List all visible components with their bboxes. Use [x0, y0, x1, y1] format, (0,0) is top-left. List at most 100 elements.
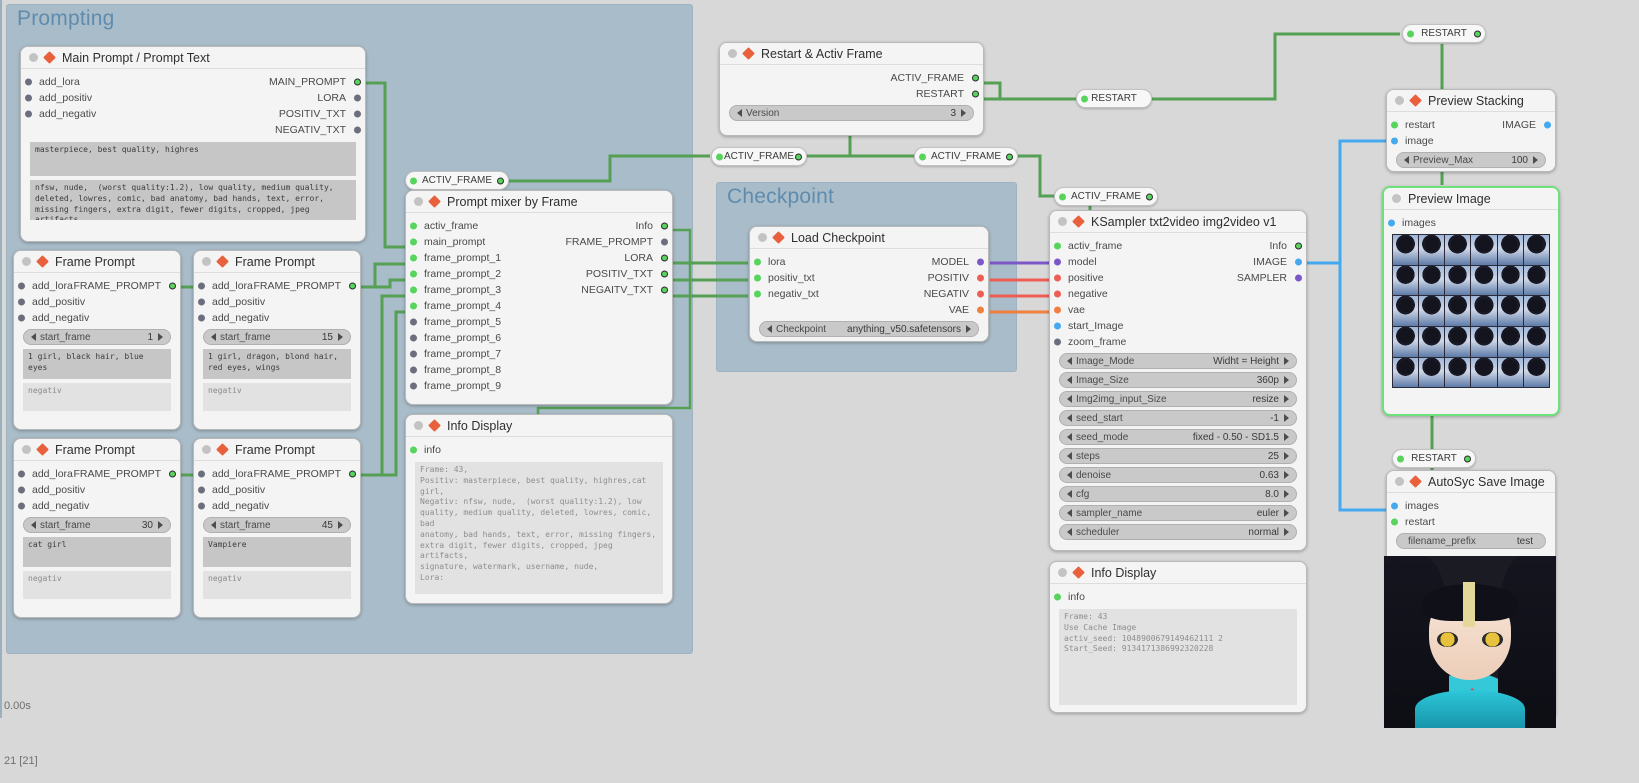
- slot-images[interactable]: images: [1384, 215, 1558, 231]
- decrement-arrow-icon[interactable]: [1067, 395, 1072, 403]
- slot-info[interactable]: info: [1050, 589, 1306, 605]
- widget-seed-mode[interactable]: seed_mode fixed - 0.50 - SD1.5: [1059, 429, 1297, 445]
- positive-prompt-textarea[interactable]: 1 girl, dragon, blond hair, red eyes, wi…: [203, 349, 351, 379]
- positive-prompt-textarea[interactable]: masterpiece, best quality, highres: [30, 142, 356, 176]
- input-port[interactable]: [410, 222, 417, 230]
- input-port[interactable]: [1407, 30, 1414, 37]
- increment-arrow-icon[interactable]: [1284, 490, 1289, 498]
- widget-filename-prefix[interactable]: filename_prefix test: [1396, 533, 1546, 549]
- preview-thumbnail[interactable]: [1393, 296, 1419, 327]
- widget-image-size[interactable]: Image_Size 360p: [1059, 372, 1297, 388]
- preview-thumbnail[interactable]: [1445, 358, 1471, 388]
- decrement-arrow-icon[interactable]: [31, 521, 36, 529]
- slot-vae-out[interactable]: VAE: [750, 302, 988, 318]
- increment-arrow-icon[interactable]: [1533, 156, 1538, 164]
- preview-thumbnail[interactable]: [1393, 235, 1419, 265]
- input-port[interactable]: [754, 290, 761, 298]
- widget-preview-max[interactable]: Preview_Max 100: [1396, 152, 1546, 168]
- slot-frame-prompt-1[interactable]: frame_prompt_1 LORA: [406, 250, 672, 266]
- decrement-arrow-icon[interactable]: [1067, 528, 1072, 536]
- input-port[interactable]: [410, 334, 417, 342]
- input-port[interactable]: [716, 153, 723, 160]
- slot-frame-prompt-6[interactable]: frame_prompt_6: [406, 330, 672, 346]
- slot-add-lora[interactable]: add_lora MAIN_PROMPT: [21, 74, 365, 90]
- node-title-bar[interactable]: Main Prompt / Prompt Text: [21, 47, 365, 69]
- slot-lora[interactable]: lora MODEL: [750, 254, 988, 270]
- slot-add-negativ[interactable]: add_negativ: [14, 310, 180, 326]
- widget-scheduler[interactable]: scheduler normal: [1059, 524, 1297, 540]
- collapse-icon[interactable]: [758, 233, 767, 242]
- input-port[interactable]: [1081, 95, 1088, 102]
- preview-thumbnail[interactable]: [1445, 266, 1471, 296]
- output-port[interactable]: [497, 177, 504, 184]
- slot-frame-prompt-8[interactable]: frame_prompt_8: [406, 362, 672, 378]
- input-port[interactable]: [1391, 502, 1398, 510]
- slot-add-positiv[interactable]: add_positiv: [14, 294, 180, 310]
- output-port[interactable]: [977, 274, 984, 282]
- slot-add-negativ[interactable]: add_negativ: [194, 498, 360, 514]
- reroute-restart-3[interactable]: RESTART: [1392, 449, 1476, 468]
- slot-negativ-txt-out[interactable]: NEGATIV_TXT: [21, 122, 365, 138]
- input-port[interactable]: [754, 258, 761, 266]
- collapse-icon[interactable]: [22, 445, 31, 454]
- input-port[interactable]: [25, 78, 32, 86]
- output-port[interactable]: [972, 74, 979, 82]
- input-port[interactable]: [18, 282, 25, 290]
- node-preview-image[interactable]: Preview Image images: [1382, 186, 1560, 416]
- preview-thumbnail[interactable]: [1523, 296, 1549, 327]
- widget-start-frame[interactable]: start_frame 15: [203, 329, 351, 345]
- output-port[interactable]: [1295, 274, 1302, 282]
- widget-seed-start[interactable]: seed_start -1: [1059, 410, 1297, 426]
- output-port[interactable]: [1544, 121, 1551, 129]
- output-port[interactable]: [349, 282, 356, 290]
- input-port[interactable]: [919, 153, 926, 160]
- input-port[interactable]: [410, 270, 417, 278]
- input-port[interactable]: [198, 502, 205, 510]
- preview-thumbnail[interactable]: [1471, 235, 1497, 265]
- input-port[interactable]: [198, 314, 205, 322]
- collapse-icon[interactable]: [414, 421, 423, 430]
- node-title-bar[interactable]: Frame Prompt: [14, 251, 180, 273]
- decrement-arrow-icon[interactable]: [1067, 414, 1072, 422]
- negative-prompt-textarea[interactable]: negativ: [203, 571, 351, 599]
- input-port[interactable]: [18, 486, 25, 494]
- increment-arrow-icon[interactable]: [158, 521, 163, 529]
- node-title-bar[interactable]: KSampler txt2video img2video v1: [1050, 211, 1306, 233]
- node-title-bar[interactable]: AutoSyc Save Image: [1387, 471, 1555, 493]
- preview-thumbnail[interactable]: [1419, 235, 1445, 265]
- widget-version[interactable]: Version 3: [729, 105, 974, 121]
- output-port[interactable]: [354, 78, 361, 86]
- reroute-restart-2[interactable]: RESTART: [1402, 24, 1486, 43]
- slot-frame-prompt-4[interactable]: frame_prompt_4: [406, 298, 672, 314]
- output-port[interactable]: [977, 290, 984, 298]
- slot-add-negativ[interactable]: add_negativ: [14, 498, 180, 514]
- slot-image[interactable]: image: [1387, 133, 1555, 149]
- preview-thumbnail[interactable]: [1523, 266, 1549, 296]
- output-port[interactable]: [661, 286, 668, 294]
- slot-frame-prompt-2[interactable]: frame_prompt_2 POSITIV_TXT: [406, 266, 672, 282]
- decrement-arrow-icon[interactable]: [767, 325, 772, 333]
- increment-arrow-icon[interactable]: [1284, 357, 1289, 365]
- node-title-bar[interactable]: Frame Prompt: [194, 439, 360, 461]
- negative-prompt-textarea[interactable]: negativ: [203, 383, 351, 411]
- output-port[interactable]: [661, 222, 668, 230]
- input-port[interactable]: [198, 298, 205, 306]
- preview-thumbnail[interactable]: [1523, 235, 1549, 265]
- preview-thumbnail[interactable]: [1471, 266, 1497, 296]
- output-port[interactable]: [1295, 242, 1302, 250]
- positive-prompt-textarea[interactable]: Vampiere: [203, 537, 351, 567]
- increment-arrow-icon[interactable]: [1284, 452, 1289, 460]
- decrement-arrow-icon[interactable]: [1067, 490, 1072, 498]
- output-port[interactable]: [977, 306, 984, 314]
- preview-thumbnail[interactable]: [1497, 327, 1523, 357]
- input-port[interactable]: [25, 94, 32, 102]
- collapse-icon[interactable]: [728, 49, 737, 58]
- preview-thumbnail[interactable]: [1393, 327, 1419, 357]
- slot-add-lora[interactable]: add_lora FRAME_PROMPT: [14, 278, 180, 294]
- node-info-display-left[interactable]: Info Display info Frame: 43, Positiv: ma…: [405, 414, 673, 604]
- node-title-bar[interactable]: Preview Image: [1384, 188, 1558, 210]
- node-title-bar[interactable]: Info Display: [1050, 562, 1306, 584]
- collapse-icon[interactable]: [1392, 194, 1401, 203]
- reroute-activ-frame-2[interactable]: ACTIV_FRAME: [711, 147, 807, 166]
- input-port[interactable]: [18, 502, 25, 510]
